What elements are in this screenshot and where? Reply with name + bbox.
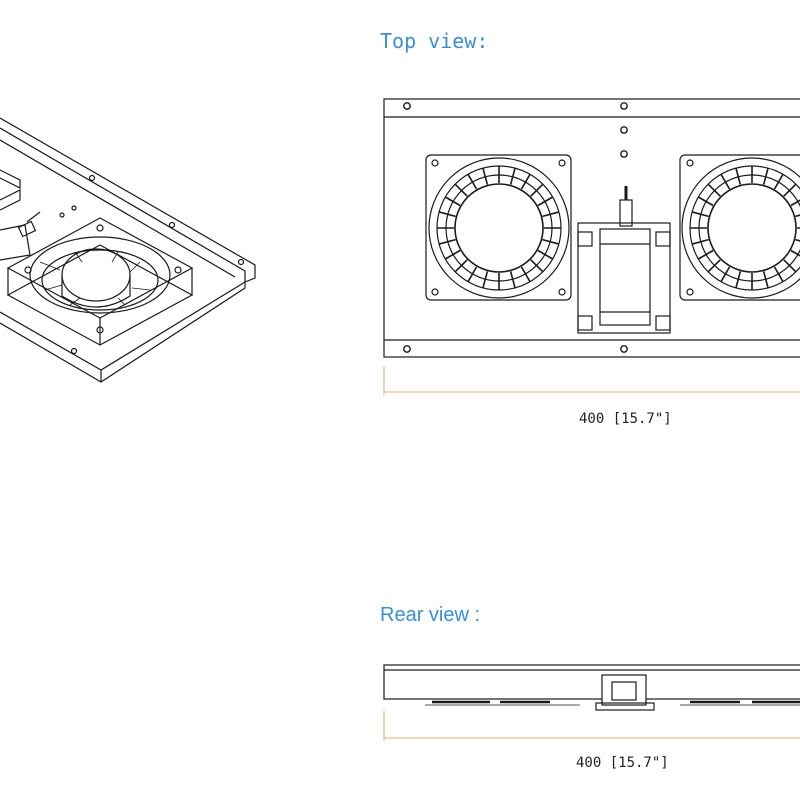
grill-spoke: [691, 211, 709, 218]
grill-spoke: [542, 238, 560, 245]
mounting-hole: [237, 258, 245, 266]
grill-spoke: [520, 173, 531, 190]
rear-plate-outline: [383, 664, 800, 700]
mounting-hole: [168, 221, 176, 229]
grill-spoke: [509, 167, 516, 185]
grill-spoke: [795, 214, 800, 218]
mounting-hole: [403, 345, 411, 353]
grill-spoke: [697, 196, 714, 207]
grill-spoke: [537, 249, 554, 260]
rear-dimension-line: [383, 711, 800, 741]
grill-spoke: [697, 249, 714, 260]
grill-spoke: [773, 266, 784, 283]
grill-spoke: [707, 183, 721, 197]
mounting-hole: [403, 102, 411, 110]
grill-spoke: [790, 199, 800, 207]
grill-spoke: [509, 271, 516, 289]
fan-right: [679, 154, 800, 301]
grill-spoke: [454, 183, 468, 197]
grill-spoke: [444, 249, 461, 260]
grill-spoke: [542, 211, 560, 218]
top-view-heading: Top view:: [380, 29, 489, 53]
grill-spoke: [762, 167, 769, 185]
mounting-hole: [88, 174, 96, 182]
mounting-hole: [620, 345, 628, 353]
grill-spoke: [720, 173, 731, 190]
grill-spoke: [520, 266, 531, 283]
grill-spoke: [482, 167, 489, 185]
top-dimension-line: [383, 366, 800, 395]
grill-spoke: [735, 271, 742, 289]
grill-spoke: [467, 173, 478, 190]
grill-spoke: [720, 266, 731, 283]
grill-spoke: [530, 183, 544, 197]
grill-spoke: [691, 238, 709, 245]
grill-spoke: [537, 196, 554, 207]
grill-spoke: [735, 167, 742, 185]
power-connector: [577, 186, 671, 334]
isometric-view: [0, 117, 256, 383]
grill-spoke: [454, 259, 468, 273]
mounting-hole: [620, 102, 628, 110]
grill-spoke: [795, 238, 800, 242]
fan-left: [425, 154, 572, 301]
grill-spoke: [773, 173, 784, 190]
grill-spoke: [783, 183, 797, 197]
top-width-dimension-label: 400 [15.7"]: [579, 411, 672, 427]
grill-spoke: [438, 211, 456, 218]
grill-spoke: [790, 249, 800, 257]
grill-spoke: [438, 238, 456, 245]
fan-ring-iso: [29, 236, 171, 314]
rear-view-heading: Rear view :: [380, 604, 481, 626]
mounting-hole: [70, 347, 78, 355]
grill-spoke: [530, 259, 544, 273]
grill-spoke: [467, 266, 478, 283]
rear-view: [383, 664, 800, 711]
grill-spoke: [482, 271, 489, 289]
grill-spoke: [444, 196, 461, 207]
rear-width-dimension-label: 400 [15.7"]: [576, 755, 669, 771]
top-plate-outline: [383, 98, 800, 358]
grill-spoke: [762, 271, 769, 289]
fan-frame-iso: [6, 217, 194, 319]
grill-spoke: [707, 259, 721, 273]
top-view: [383, 98, 800, 358]
grill-spoke: [783, 259, 797, 273]
